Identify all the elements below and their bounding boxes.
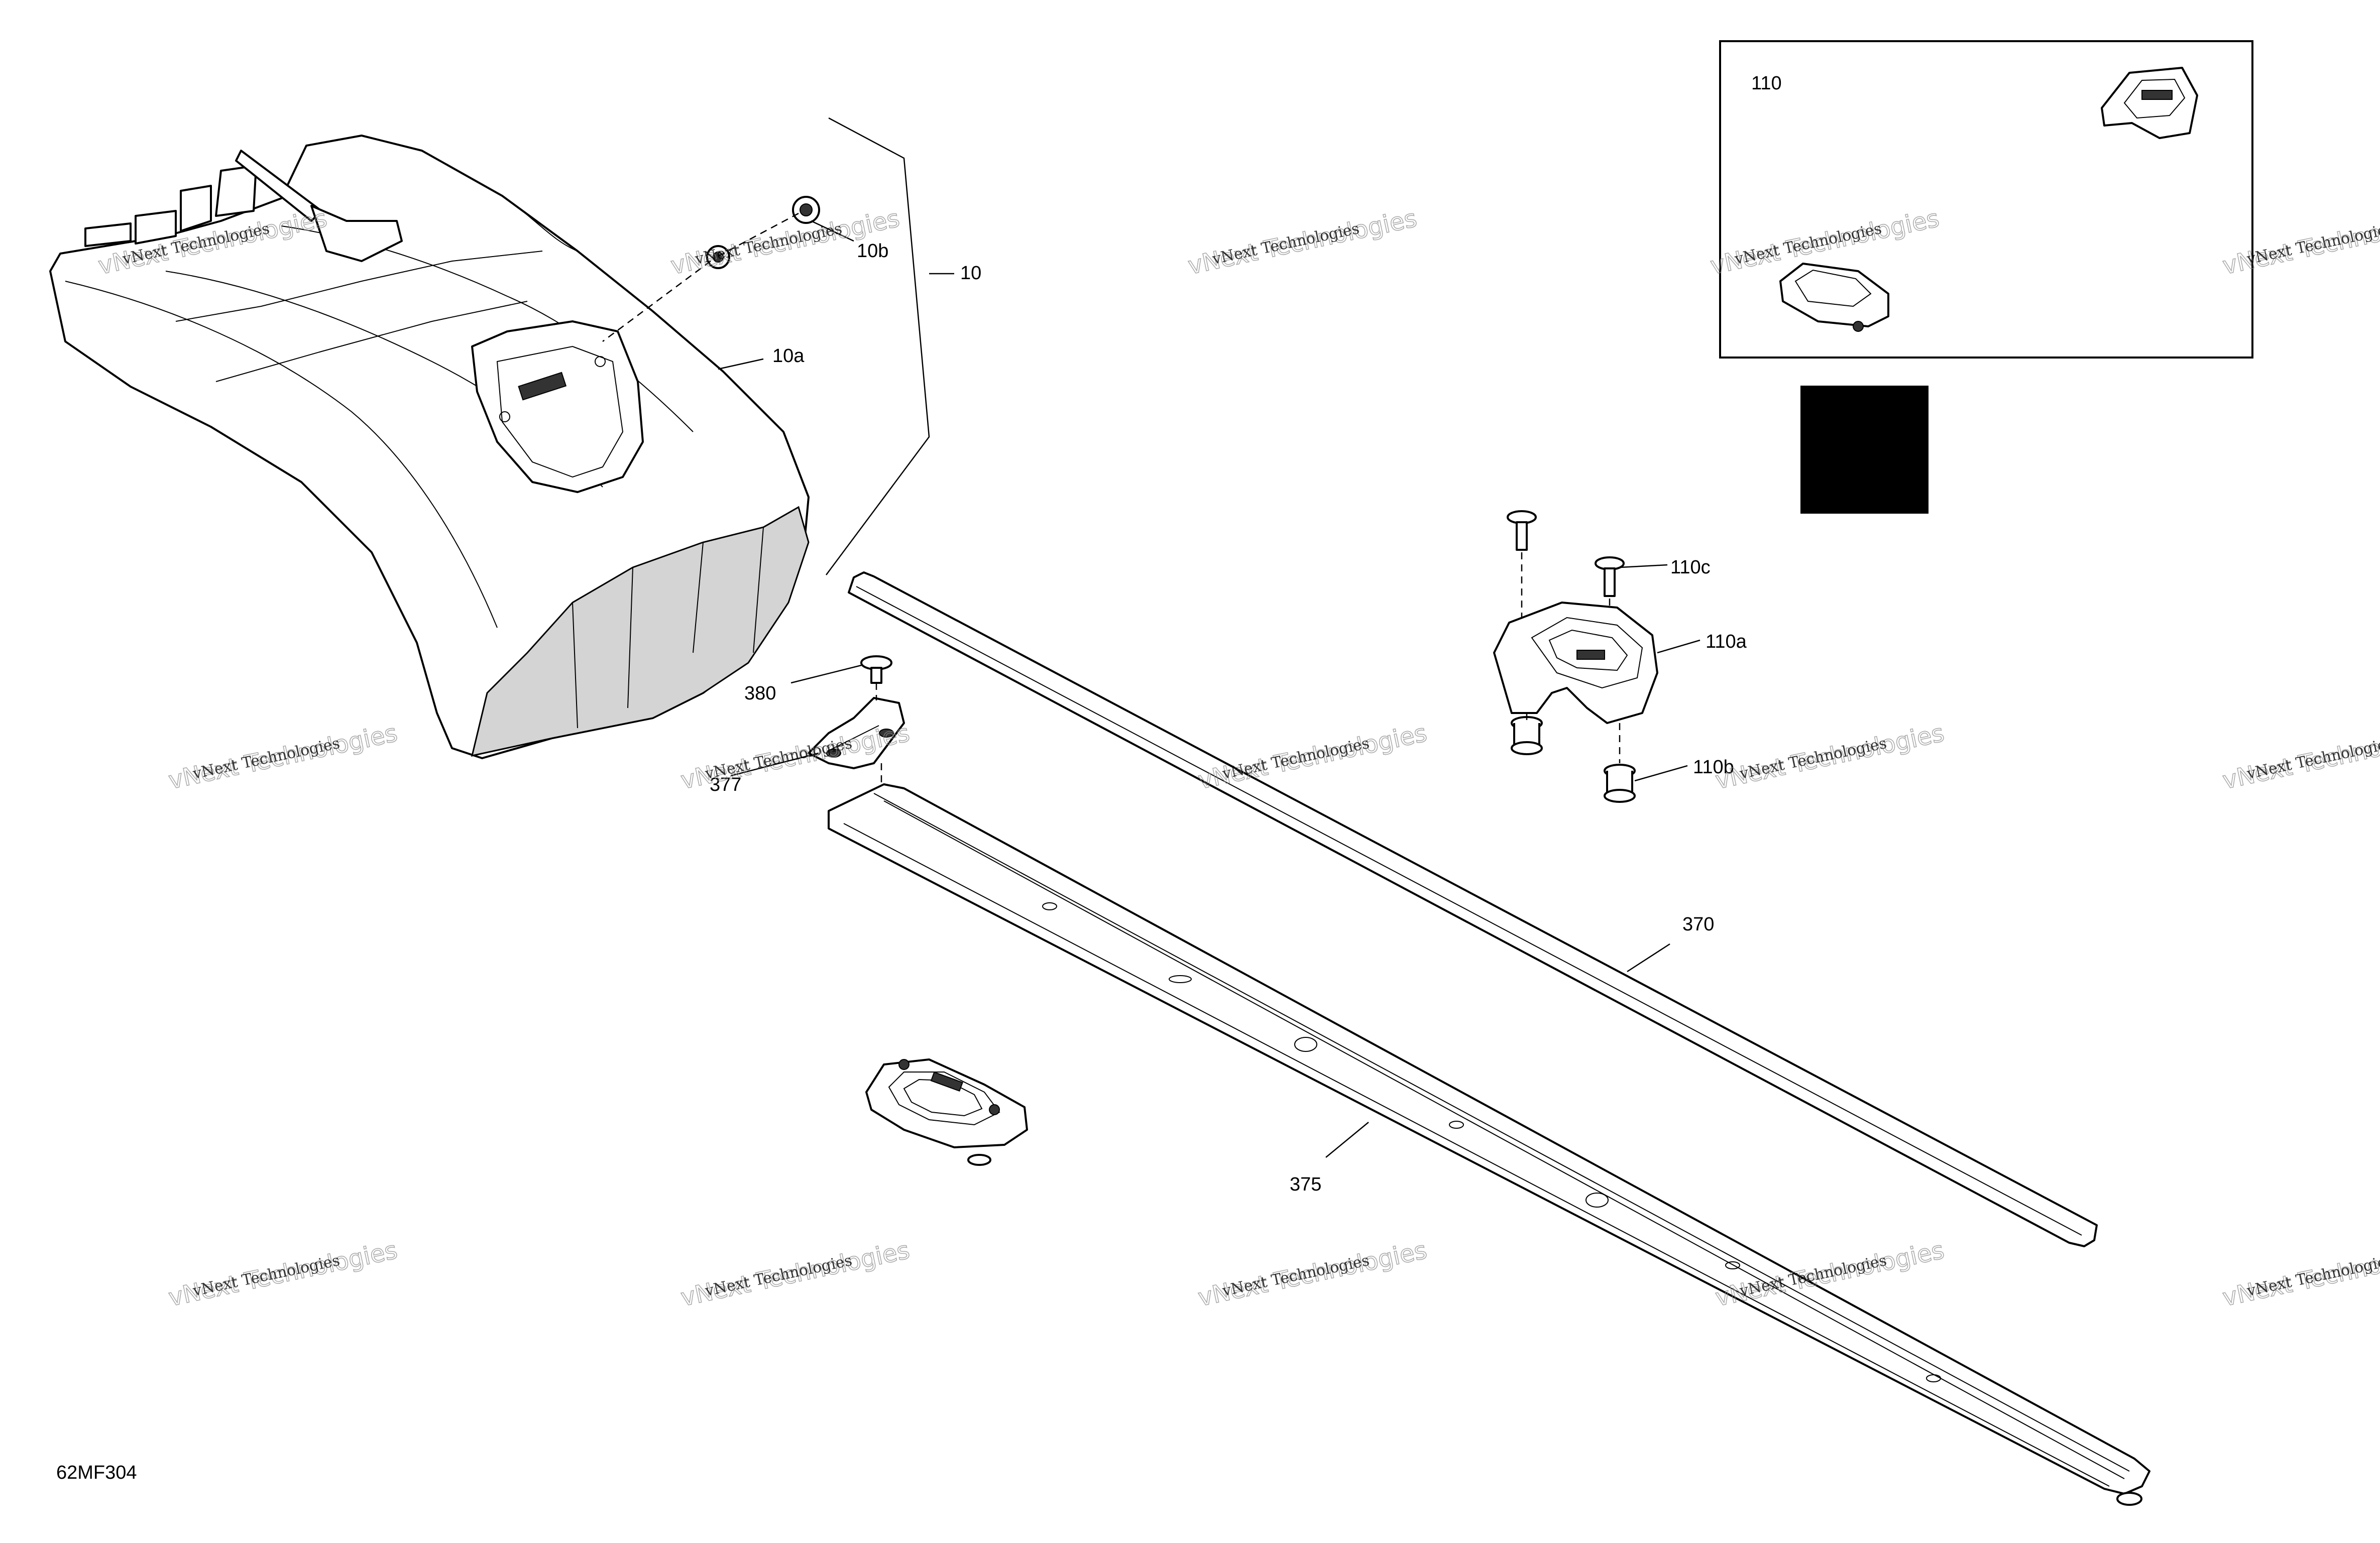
- callout-377: 377: [710, 774, 741, 795]
- clip-377: [808, 697, 905, 769]
- callout-110c: 110c: [1670, 557, 1711, 578]
- callout-110a: 110a: [1706, 631, 1747, 652]
- screw-110c-right: [1595, 556, 1625, 597]
- callout-110b: 110b: [1693, 757, 1734, 778]
- fastener-380: [860, 655, 892, 684]
- watermark: vNext Technologies vNext Technologies: [1713, 719, 1947, 795]
- handle-110-inset-bottom: [1779, 263, 1889, 332]
- black-square: [1800, 386, 1929, 514]
- drawing-reference: 62MF304: [56, 1462, 137, 1483]
- callout-10: 10: [960, 263, 981, 284]
- handle-110-inset-top: [2101, 67, 2198, 139]
- handle-lower: [865, 1058, 1028, 1166]
- rail-375: [828, 783, 2150, 1506]
- fastener-10b-lower: [706, 245, 730, 269]
- watermark: vNext Technologies vNext Technologies: [166, 719, 400, 795]
- screw-110c-left: [1507, 510, 1537, 551]
- handle-assembly-110: [1493, 510, 1701, 803]
- callout-110: 110: [1751, 73, 1782, 94]
- bushing-110b-right: [1604, 764, 1636, 803]
- watermark: vNext Technologies vNext Technologies: [166, 1236, 400, 1313]
- rail-370: [848, 571, 2098, 1247]
- callout-370: 370: [1682, 914, 1714, 935]
- watermark: vNext Technologies vNext Technologies: [1195, 1236, 1430, 1313]
- watermark: vNext Technologies vNext Technologies: [1195, 719, 1430, 795]
- watermark: vNext Technologies vNext Technologies: [678, 1236, 913, 1313]
- watermark: vNext Technologies vNext Technologies: [2220, 719, 2380, 795]
- callout-10b: 10b: [857, 241, 888, 262]
- seat-assembly: [49, 117, 954, 759]
- watermark: vNext Technologies vNext Technologies: [1185, 204, 1420, 281]
- inset-box-110: [1719, 40, 2253, 359]
- callout-10a: 10a: [772, 345, 805, 367]
- bushing-110b-left: [1511, 716, 1543, 755]
- callout-380: 380: [744, 683, 776, 704]
- watermark: vNext Technologies vNext Technologies: [2220, 1236, 2380, 1313]
- fastener-10b-upper: [792, 196, 820, 224]
- callout-375: 375: [1290, 1174, 1321, 1195]
